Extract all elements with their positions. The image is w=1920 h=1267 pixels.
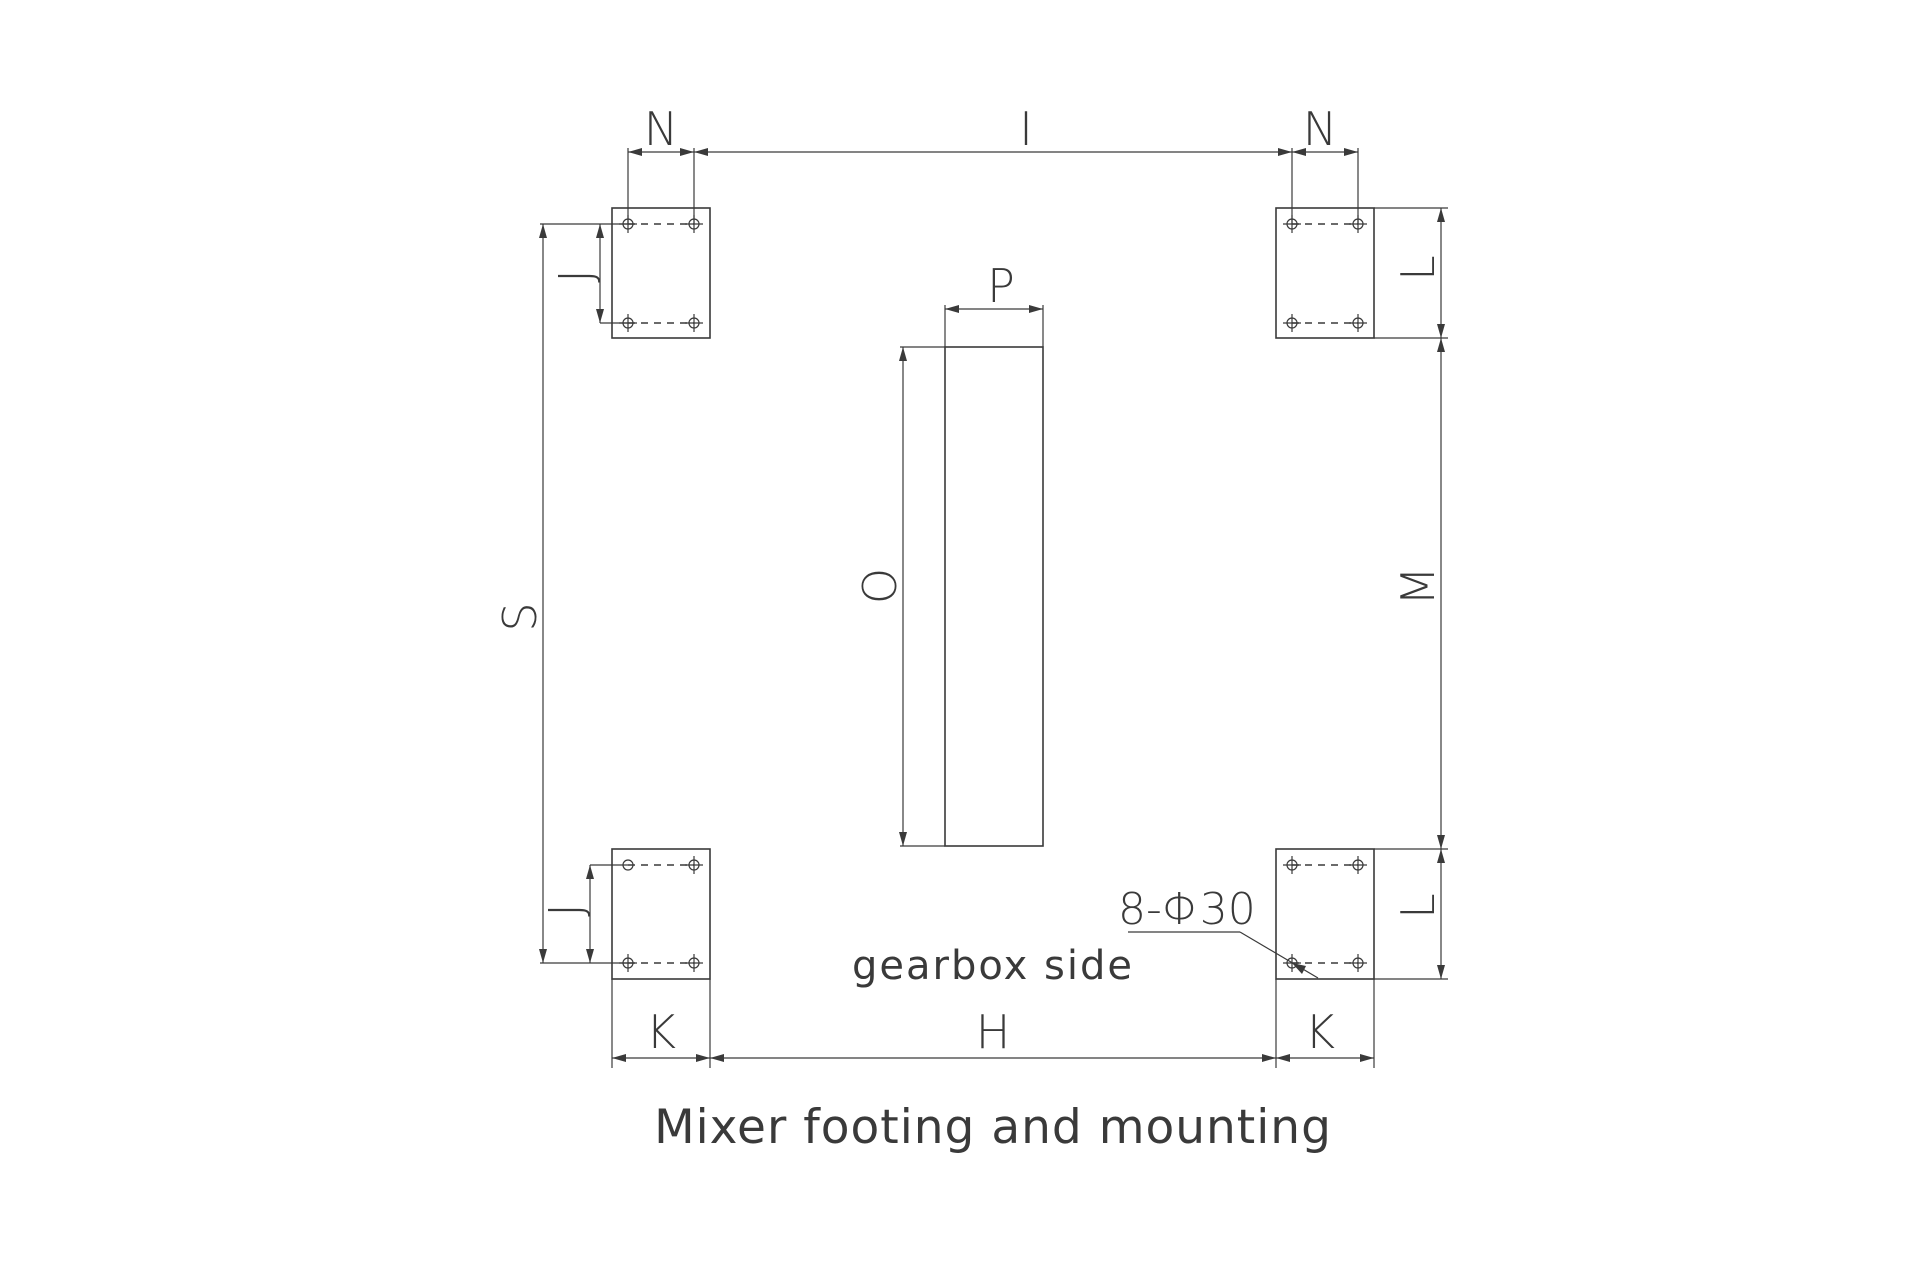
dim-line-N-left [628, 148, 694, 156]
bolt-hole [685, 954, 703, 972]
footing-pad-bottom-right [1275, 848, 1375, 980]
dim-label-J-bottom: J [539, 903, 593, 917]
bolt-holes [619, 215, 1367, 972]
footing-pad-top-left [611, 207, 711, 339]
dim-line-I [694, 148, 1292, 156]
hole-note-leader [1128, 931, 1319, 979]
dim-label-P: P [987, 259, 1015, 313]
dim-line-L-bottom [1437, 849, 1445, 979]
dim-label-M: M [1391, 566, 1445, 606]
dim-label-L-top: L [1391, 255, 1445, 281]
dim-line-J-bottom [586, 865, 594, 963]
bolt-hole [1349, 856, 1367, 874]
dim-line-P [945, 305, 1043, 313]
footing-pad-bottom-left [611, 848, 711, 980]
bolt-hole [1349, 954, 1367, 972]
footing-pad-top-right [1275, 207, 1375, 339]
center-opening [900, 305, 1044, 847]
hole-note: 8-Φ30 [1118, 884, 1256, 935]
dim-line-S [539, 224, 547, 963]
dim-label-L-bottom: L [1391, 893, 1445, 919]
dim-label-N-left: N [644, 102, 678, 156]
dim-line-J-top [596, 224, 604, 323]
gearbox-side-label: gearbox side [852, 943, 1134, 989]
bolt-hole [685, 314, 703, 332]
dim-line-L-top [1437, 208, 1445, 338]
dim-label-S: S [493, 602, 547, 631]
bolt-hole [685, 856, 703, 874]
bolt-hole [1349, 314, 1367, 332]
bolt-hole [1283, 314, 1301, 332]
dim-label-H: H [976, 1005, 1011, 1059]
diagram-caption: Mixer footing and mounting [654, 1100, 1332, 1155]
dim-label-K-right: K [1305, 1005, 1335, 1059]
dim-line-H [710, 1054, 1276, 1062]
dim-line-M [1437, 338, 1445, 849]
dim-label-O: O [853, 568, 907, 604]
dim-line-O [899, 347, 907, 846]
dim-label-I: I [1019, 102, 1033, 156]
bolt-hole [1283, 856, 1301, 874]
dim-label-J-top: J [549, 269, 603, 283]
dim-line-N-right [1292, 148, 1358, 156]
dim-label-K-left: K [646, 1005, 676, 1059]
dim-line-K-left [612, 1054, 710, 1062]
dim-line-K-right [1276, 1054, 1374, 1062]
dim-label-N-right: N [1303, 102, 1337, 156]
extension-lines [540, 148, 1448, 1068]
